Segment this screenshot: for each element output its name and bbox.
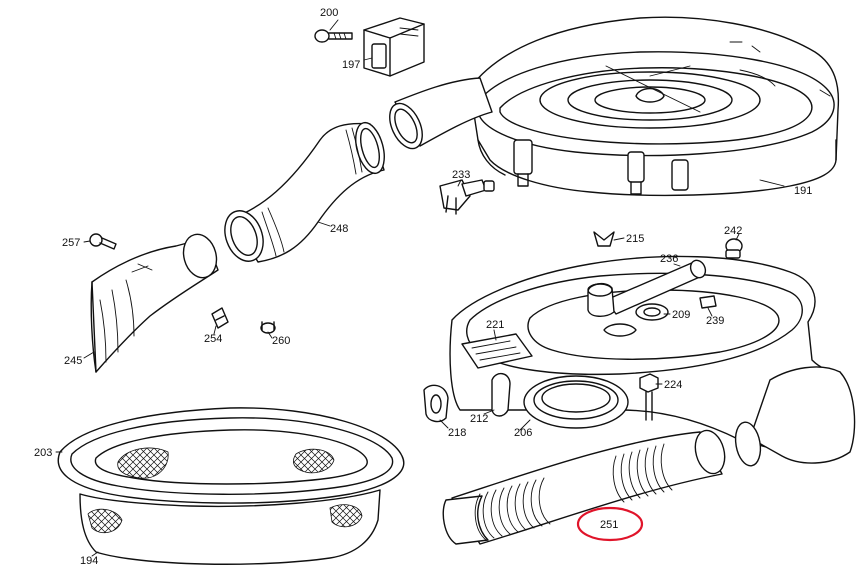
screw-257 — [89, 233, 117, 250]
label-257: 257 — [62, 237, 80, 249]
bracket-197 — [363, 17, 425, 77]
label-215: 215 — [626, 233, 644, 245]
label-209: 209 — [672, 309, 690, 321]
sensor-233 — [439, 179, 495, 215]
label-251: 251 — [600, 519, 618, 531]
corrugated-hose-251 — [442, 429, 726, 545]
part-labels: 200 197 191 233 248 257 245 254 260 215 … — [34, 7, 812, 567]
label-212: 212 — [470, 413, 488, 425]
label-194: 194 — [80, 555, 98, 567]
label-245: 245 — [64, 355, 82, 367]
grommet-260 — [260, 321, 276, 334]
pin-239 — [699, 295, 717, 309]
screw-200 — [314, 29, 353, 43]
label-233: 233 — [452, 169, 470, 181]
bolt-224 — [639, 373, 659, 421]
label-236: 236 — [660, 253, 678, 265]
clip-254 — [211, 307, 229, 329]
inlet-scoop-245 — [90, 233, 219, 373]
clamp-212 — [491, 373, 511, 417]
label-197: 197 — [342, 59, 360, 71]
wing-nut-215 — [593, 231, 615, 247]
connector-242 — [725, 238, 743, 259]
intake-duct-248 — [224, 121, 385, 263]
label-260: 260 — [272, 335, 290, 347]
leader-lines — [55, 19, 785, 557]
label-200: 200 — [320, 7, 338, 19]
clamp-218 — [423, 384, 449, 423]
label-218: 218 — [448, 427, 466, 439]
tray-194 — [79, 489, 381, 565]
highlight-circle-251 — [576, 506, 644, 542]
label-224: 224 — [664, 379, 682, 391]
label-203: 203 — [34, 447, 52, 459]
air-cleaner-housing-upper — [389, 16, 840, 197]
label-248: 248 — [330, 223, 348, 235]
filter-element-203 — [57, 407, 405, 504]
label-206: 206 — [514, 427, 532, 439]
label-242: 242 — [724, 225, 742, 237]
pipe-236 — [587, 259, 707, 317]
label-191: 191 — [794, 185, 812, 197]
seal-ring-206 — [523, 375, 629, 429]
plate-221 — [461, 333, 533, 369]
label-239: 239 — [706, 315, 724, 327]
label-221: 221 — [486, 319, 504, 331]
label-254: 254 — [204, 333, 222, 345]
gasket-209 — [635, 303, 669, 321]
